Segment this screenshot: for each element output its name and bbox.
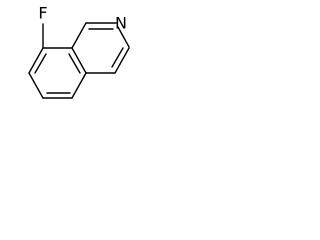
bond-c7-c6 [28,72,44,99]
bond-c8a-c1 [71,22,87,49]
bond-c5-c4a [71,72,87,99]
bond-c8-c7-inner [34,53,47,74]
bond-c8-c7 [28,47,44,74]
chemical-structure: F N [28,4,130,99]
nitrogen-atom-label: N [115,14,127,33]
bond-c4a-c8a-inner [68,53,81,74]
bond-n2-c3 [117,26,130,48]
bond-c4a-c8a [71,47,87,74]
bond-c3-c4-inner [111,47,124,68]
fluorine-atom-label: F [38,4,47,23]
bond-c3-c4 [114,47,130,74]
